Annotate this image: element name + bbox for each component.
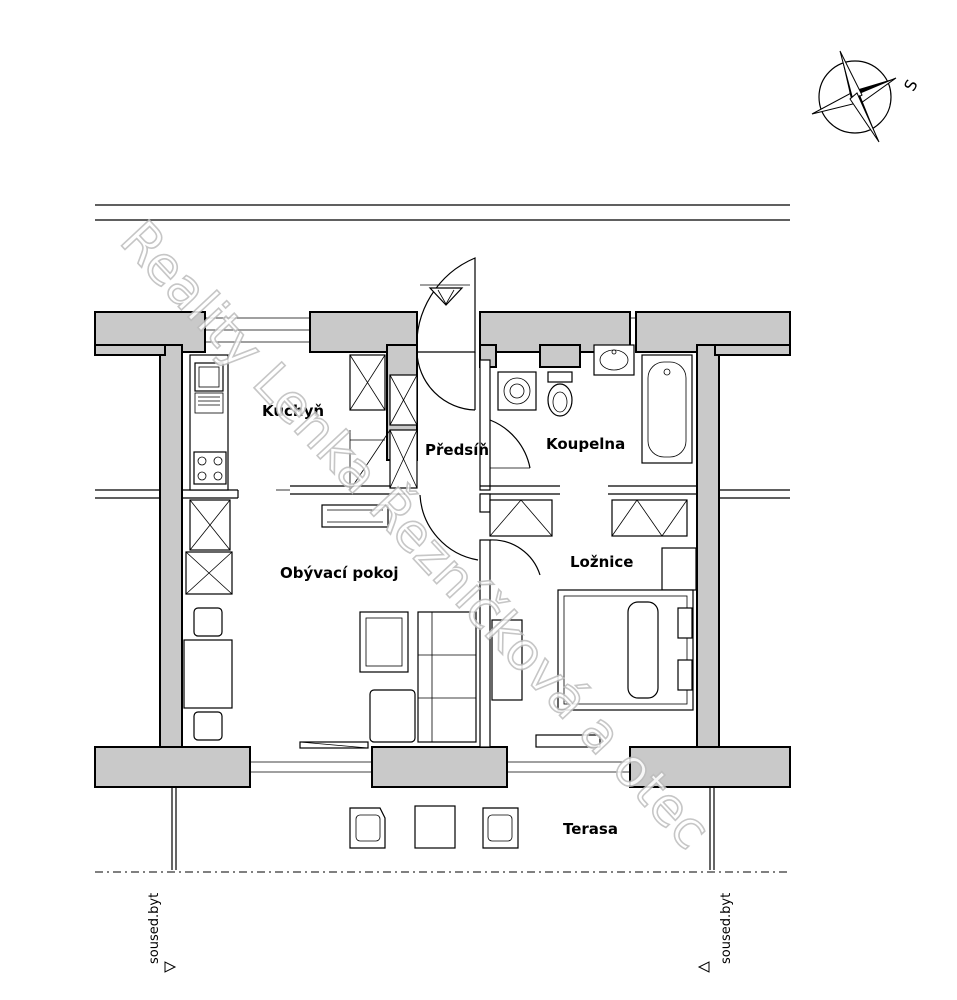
entry-door xyxy=(416,257,476,411)
kitchen-unit xyxy=(189,354,418,491)
room-label-bedroom: Ložnice xyxy=(570,553,633,571)
room-label-terrace: Terasa xyxy=(563,820,618,838)
living-cabinets xyxy=(183,499,477,749)
bathroom-fixtures xyxy=(497,344,693,464)
room-label-kitchen: Kuchyň xyxy=(262,402,324,420)
room-label-living: Obývací pokoj xyxy=(280,564,398,582)
room-label-bathroom: Koupelna xyxy=(546,435,625,453)
neighbor-right: soused.byt xyxy=(697,893,734,973)
partitions xyxy=(182,359,697,748)
neighbor-label-right: soused.byt xyxy=(719,893,734,964)
bedroom-furniture xyxy=(489,499,697,748)
terrace xyxy=(95,787,790,873)
compass-rose-icon: S xyxy=(811,50,922,143)
compass-letter: S xyxy=(900,76,922,94)
room-label-hall: Předsíň xyxy=(425,441,489,459)
neighbor-label-left: soused.byt xyxy=(147,893,162,964)
neighbor-left: soused.byt xyxy=(147,893,177,973)
walls xyxy=(94,311,791,788)
